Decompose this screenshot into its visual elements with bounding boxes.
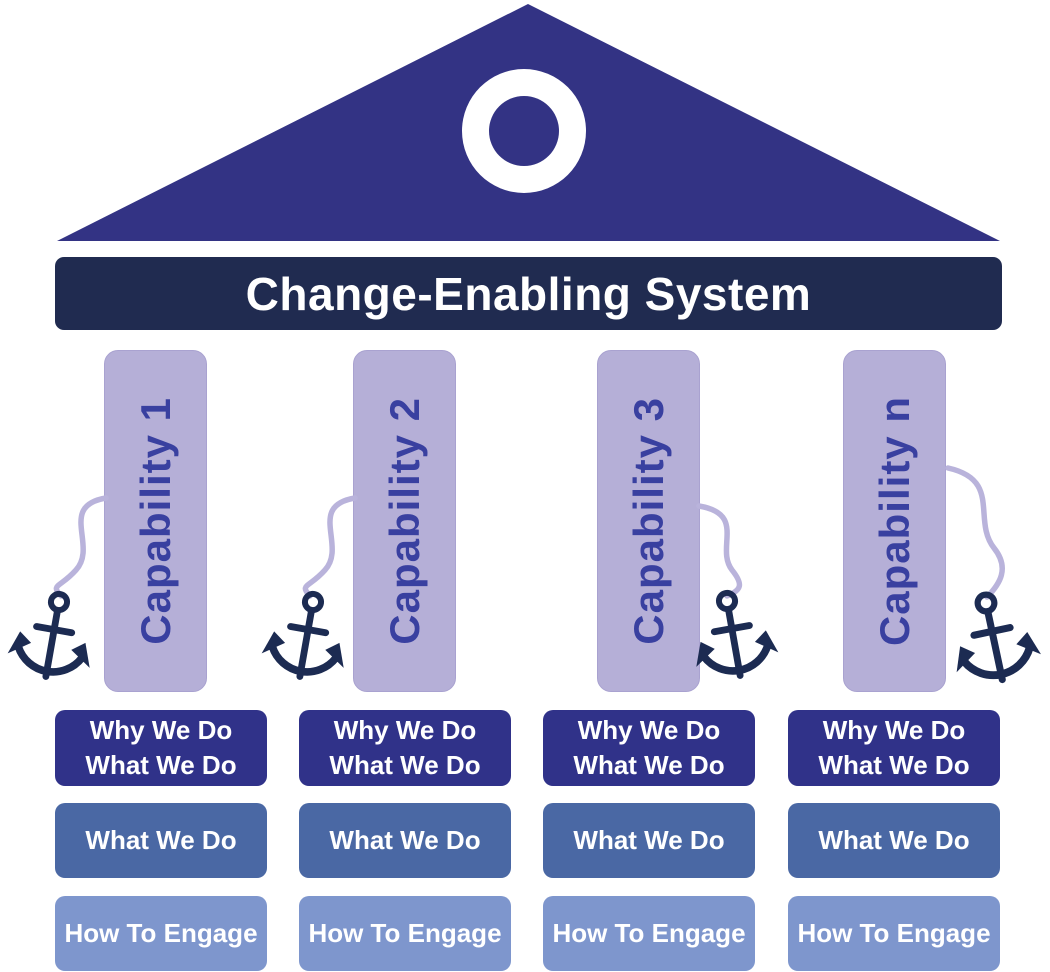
box-how-to-engage: How To Engage xyxy=(543,896,755,971)
pillar-capability-1: Capability 1 xyxy=(104,350,207,692)
ring-icon xyxy=(462,69,586,193)
box-how-to-engage: How To Engage xyxy=(788,896,1000,971)
box-label: How To Engage xyxy=(64,918,258,948)
pillar-capability-2: Capability 2 xyxy=(353,350,456,692)
box-what-we-do: What We Do xyxy=(788,803,1000,878)
box-why-we-do: Why We Do What We Do xyxy=(543,710,755,786)
pillar-label: Capability 1 xyxy=(131,397,179,645)
box-what-we-do: What We Do xyxy=(543,803,755,878)
box-label: Why We Do What We Do xyxy=(818,715,970,780)
box-what-we-do: What We Do xyxy=(299,803,511,878)
box-label: Why We Do What We Do xyxy=(85,715,237,780)
box-how-to-engage: How To Engage xyxy=(299,896,511,971)
pillar-label: Capability n xyxy=(870,395,918,647)
box-label: How To Engage xyxy=(797,918,991,948)
box-label: Why We Do What We Do xyxy=(329,715,481,780)
diagram-title: Change-Enabling System xyxy=(245,267,812,320)
pillar-label: Capability 3 xyxy=(624,397,672,645)
pillar-label: Capability 2 xyxy=(380,397,428,645)
pillar-capability-3: Capability 3 xyxy=(597,350,700,692)
box-label: What We Do xyxy=(573,825,725,855)
box-why-we-do: Why We Do What We Do xyxy=(55,710,267,786)
box-label: How To Engage xyxy=(308,918,502,948)
box-label: What We Do xyxy=(329,825,481,855)
box-how-to-engage: How To Engage xyxy=(55,896,267,971)
box-label: What We Do xyxy=(818,825,970,855)
box-why-we-do: Why We Do What We Do xyxy=(299,710,511,786)
box-what-we-do: What We Do xyxy=(55,803,267,878)
pillar-capability-n: Capability n xyxy=(843,350,946,692)
box-label: How To Engage xyxy=(552,918,746,948)
banner: Change-Enabling System xyxy=(55,257,1002,330)
box-label: Why We Do What We Do xyxy=(573,715,725,780)
box-label: What We Do xyxy=(85,825,237,855)
box-why-we-do: Why We Do What We Do xyxy=(788,710,1000,786)
